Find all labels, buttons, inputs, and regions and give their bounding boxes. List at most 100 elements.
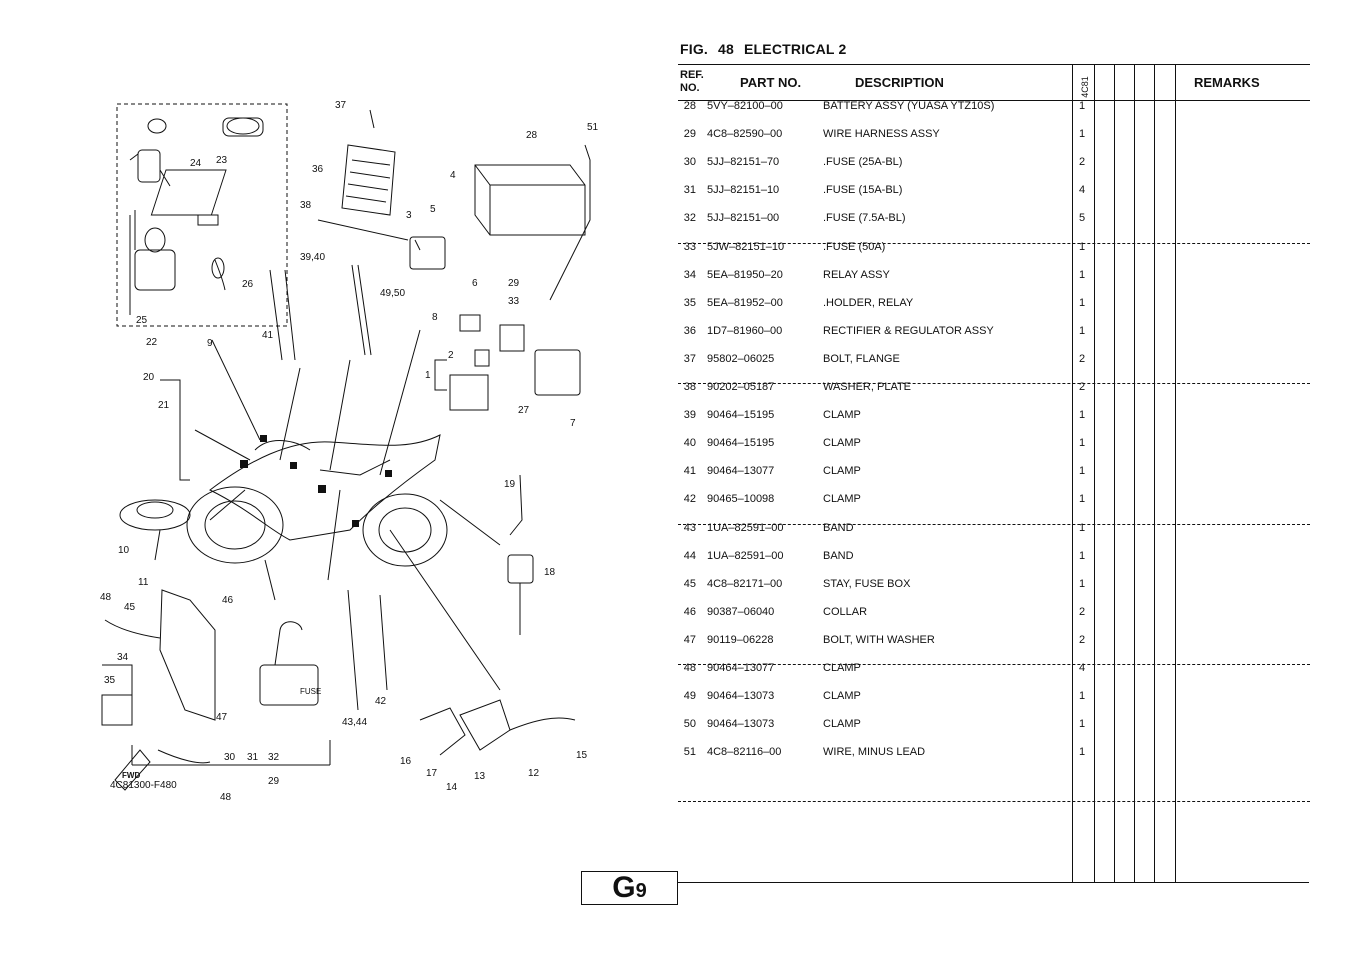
svg-text:21: 21 <box>158 400 170 411</box>
svg-text:39,40: 39,40 <box>300 252 325 263</box>
svg-text:13: 13 <box>474 771 486 782</box>
part-number-cell: 5VY–82100–00 <box>707 100 783 112</box>
svg-text:24: 24 <box>190 158 202 169</box>
header-ref: REF.NO. <box>680 69 704 94</box>
svg-text:51: 51 <box>587 122 599 133</box>
svg-text:1: 1 <box>425 370 431 381</box>
svg-text:23: 23 <box>216 155 228 166</box>
description-cell: WIRE HARNESS ASSY <box>823 128 940 141</box>
quantity-cell: 1 <box>1078 324 1086 337</box>
ref-cell: 46 <box>683 605 696 618</box>
svg-text:29: 29 <box>508 278 520 289</box>
col-rule <box>1094 64 1095 882</box>
quantity-cell: 2 <box>1078 605 1086 618</box>
svg-text:27: 27 <box>518 405 530 416</box>
description-cell: COLLAR <box>823 605 868 618</box>
col-rule <box>1154 64 1155 882</box>
row-divider <box>678 242 1310 244</box>
quantity-cell: 1 <box>1078 437 1086 450</box>
part-number-cell: 90464–15195 <box>707 437 775 450</box>
figure-label: FIG. <box>680 41 709 57</box>
part-number-cell: 90464–13077 <box>707 465 775 478</box>
parts-table: REF.NO. PART NO. DESCRIPTION 4C81 REMARK… <box>678 64 1310 884</box>
svg-text:30: 30 <box>224 752 236 763</box>
description-cell: BAND <box>823 549 854 562</box>
svg-text:10: 10 <box>118 545 130 556</box>
svg-text:42: 42 <box>375 696 387 707</box>
ref-cell: 42 <box>683 493 696 506</box>
quantity-cell: 1 <box>1078 690 1086 703</box>
svg-text:12: 12 <box>528 768 540 779</box>
table-header-rule <box>678 100 1310 101</box>
svg-text:38: 38 <box>300 200 312 211</box>
quantity-cell: 1 <box>1078 549 1086 562</box>
part-number-cell: 90464–13073 <box>707 690 775 703</box>
svg-text:25: 25 <box>136 315 148 326</box>
header-description: DESCRIPTION <box>855 75 944 90</box>
part-number-cell: 90119–06228 <box>707 633 774 646</box>
svg-text:35: 35 <box>104 675 116 686</box>
svg-text:20: 20 <box>143 372 155 383</box>
ref-cell: 49 <box>683 690 696 703</box>
ref-cell: 33 <box>683 240 696 253</box>
svg-text:16: 16 <box>400 756 412 767</box>
quantity-cell: 1 <box>1078 128 1086 141</box>
svg-text:5: 5 <box>430 204 436 215</box>
svg-text:36: 36 <box>312 164 324 175</box>
quantity-cell: 1 <box>1078 409 1086 422</box>
ref-cell: 29 <box>683 128 696 141</box>
svg-text:26: 26 <box>242 279 254 290</box>
part-number-cell: 5JJ–82151–00 <box>707 212 780 225</box>
svg-text:4C81300-F480: 4C81300-F480 <box>110 780 177 791</box>
svg-text:4: 4 <box>450 170 456 181</box>
description-cell: STAY, FUSE BOX <box>823 577 911 590</box>
svg-text:6: 6 <box>472 278 478 289</box>
part-number-cell: 4C8–82116–00 <box>707 746 782 759</box>
part-number-cell: 4C8–82171–00 <box>707 577 783 590</box>
quantity-cell: 1 <box>1078 521 1086 534</box>
description-cell: CLAMP <box>823 718 861 731</box>
description-cell: BATTERY ASSY (YUASA YTZ10S) <box>823 100 995 112</box>
quantity-cell: 1 <box>1078 240 1086 253</box>
part-number-cell: 90464–15195 <box>707 409 775 422</box>
ref-cell: 47 <box>683 633 696 646</box>
ref-cell: 36 <box>683 324 696 337</box>
part-number-cell: 90464–13073 <box>707 718 775 731</box>
svg-text:43,44: 43,44 <box>342 717 367 728</box>
header-remarks: REMARKS <box>1194 75 1260 90</box>
part-number-cell: 90465–10098 <box>707 493 775 506</box>
col-rule <box>1114 64 1115 882</box>
ref-cell: 35 <box>683 296 696 309</box>
exploded-diagram: 37 28 51 36 4 38 5 3 39,40 49,50 6 29 33… <box>100 100 599 803</box>
col-rule <box>1134 64 1135 882</box>
svg-text:11: 11 <box>138 577 149 588</box>
svg-text:31: 31 <box>247 752 259 763</box>
svg-text:29: 29 <box>268 776 280 787</box>
svg-text:3: 3 <box>406 210 412 221</box>
ref-cell: 31 <box>683 184 696 197</box>
part-number-cell: 1UA–82591–00 <box>707 549 784 562</box>
ref-cell: 45 <box>683 577 696 590</box>
ref-cell: 30 <box>683 156 696 169</box>
svg-text:28: 28 <box>526 130 538 141</box>
quantity-cell: 4 <box>1078 184 1086 197</box>
svg-text:49,50: 49,50 <box>380 288 405 299</box>
part-number-cell: 90387–06040 <box>707 605 775 618</box>
quantity-cell: 1 <box>1078 465 1086 478</box>
description-cell: .FUSE (7.5A-BL) <box>823 212 906 225</box>
description-cell: BAND <box>823 521 854 534</box>
figure-name: ELECTRICAL 2 <box>744 41 847 57</box>
